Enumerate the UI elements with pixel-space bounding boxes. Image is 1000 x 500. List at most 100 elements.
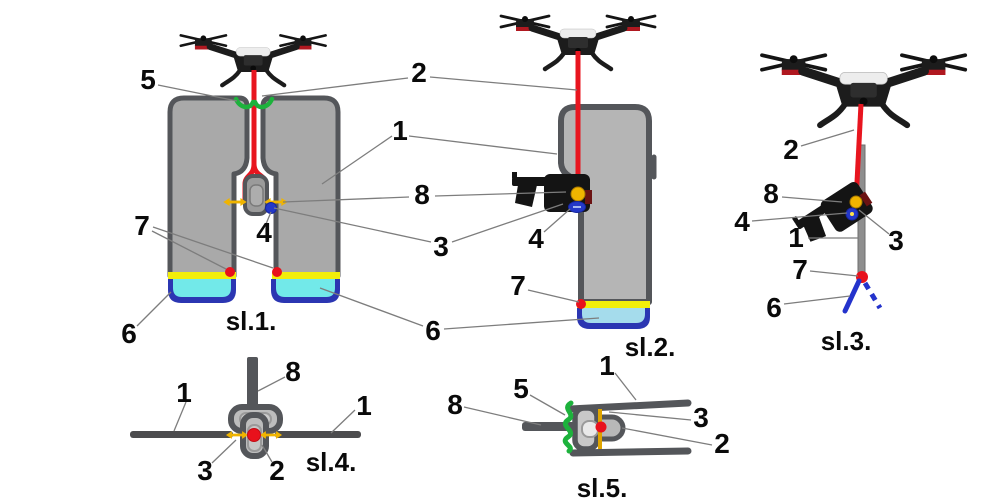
callout-label: 1 <box>599 350 615 381</box>
latch-pin <box>849 195 863 209</box>
break-stripe <box>577 301 650 308</box>
leader-line <box>543 208 571 233</box>
leader-line <box>273 207 432 243</box>
leader-line <box>451 203 564 243</box>
leader-lines <box>136 76 890 464</box>
callout-label: 5 <box>513 373 529 404</box>
leader-line <box>529 394 566 416</box>
leader-line <box>621 427 713 446</box>
clamp-notch <box>581 420 599 438</box>
callout-label: 6 <box>425 315 441 346</box>
leader-line <box>781 196 843 203</box>
carrier-left-leg <box>167 95 250 279</box>
leader-line <box>608 411 692 421</box>
leader-line <box>261 444 273 463</box>
callout-label: 8 <box>447 389 463 420</box>
callout-label: 3 <box>433 231 449 262</box>
figure-caption: sl.2. <box>624 332 676 362</box>
leader-line <box>800 129 855 147</box>
leader-line <box>282 196 410 203</box>
break-stripe-left <box>168 272 236 279</box>
leader-line <box>211 439 237 464</box>
callout-label: 3 <box>693 402 709 433</box>
figure-caption: sl.5. <box>576 473 628 500</box>
callout-label: 1 <box>392 115 408 146</box>
figure-caption: sl.3. <box>820 326 872 356</box>
callout-label: 6 <box>766 292 782 323</box>
leader-line <box>434 191 567 197</box>
leader-line <box>321 135 393 185</box>
wing-bar-bottom <box>569 447 692 457</box>
leader-line <box>157 84 238 102</box>
handle-bar <box>247 357 258 411</box>
anchor-leg-dashed <box>862 281 883 310</box>
figure-sl5 <box>522 399 692 457</box>
sensor-dot-core <box>850 212 854 216</box>
callout-label: 8 <box>763 178 779 209</box>
leader-line <box>463 406 542 426</box>
callout-label: 4 <box>528 223 544 254</box>
callout-label: 8 <box>285 356 301 387</box>
float-pad <box>582 308 645 323</box>
leader-line <box>429 76 578 91</box>
callout-label: 1 <box>788 222 804 253</box>
leader-line <box>614 372 637 401</box>
leader-line <box>858 209 890 235</box>
callout-label: 7 <box>134 210 150 241</box>
callout-label: 5 <box>140 64 156 95</box>
leader-line <box>527 289 580 303</box>
leader-line <box>152 226 274 269</box>
callout-label: 2 <box>783 134 799 165</box>
figure-sl4 <box>130 357 361 459</box>
pivot-dot <box>595 421 607 433</box>
anchor-leg-solid <box>842 278 862 314</box>
pivot-dot-right <box>272 267 282 277</box>
leader-line <box>257 376 286 392</box>
figure-caption: sl.4. <box>305 447 357 477</box>
callout-label: 6 <box>121 318 137 349</box>
leader-line <box>443 317 600 330</box>
leader-line <box>751 212 848 222</box>
callout-label: 3 <box>197 455 213 486</box>
figure-caption: sl.1. <box>225 306 277 336</box>
callout-label: 7 <box>510 270 526 301</box>
release-spring <box>562 400 574 454</box>
callout-label: 2 <box>269 455 285 486</box>
drone-icon <box>762 55 965 125</box>
wing-bar-right <box>275 431 361 438</box>
leader-line <box>151 230 227 270</box>
leader-line <box>330 409 356 434</box>
leader-line <box>136 291 172 327</box>
leader-line <box>408 135 558 155</box>
callout-label: 7 <box>792 254 808 285</box>
callout-label: 1 <box>176 377 192 408</box>
callout-label: 4 <box>256 217 272 248</box>
hook-device-core <box>249 184 264 207</box>
callout-label: 2 <box>714 428 730 459</box>
leader-line <box>265 211 272 225</box>
leader-line <box>783 295 851 305</box>
leader-line <box>173 401 187 432</box>
wing-bar-left <box>130 431 233 438</box>
release-hook-right <box>252 96 275 110</box>
callout-label: 4 <box>734 206 750 237</box>
leader-line <box>319 287 424 327</box>
pivot-dot <box>247 428 261 442</box>
callout-label: 3 <box>888 225 904 256</box>
leader-line <box>261 77 409 97</box>
callout-label: 2 <box>411 57 427 88</box>
latch-pin <box>570 186 586 202</box>
figure-sl1 <box>167 35 341 303</box>
figure-sl2 <box>501 16 655 329</box>
carrier-right-leg <box>260 95 341 279</box>
pivot-dot <box>576 299 586 309</box>
pivot-dot-left <box>225 267 235 277</box>
float-pad-left <box>173 279 231 297</box>
break-stripe-right <box>272 272 340 279</box>
leader-line <box>809 270 859 277</box>
release-hook-left <box>233 96 256 110</box>
float-pad-right <box>276 279 335 297</box>
callout-label: 1 <box>356 390 372 421</box>
